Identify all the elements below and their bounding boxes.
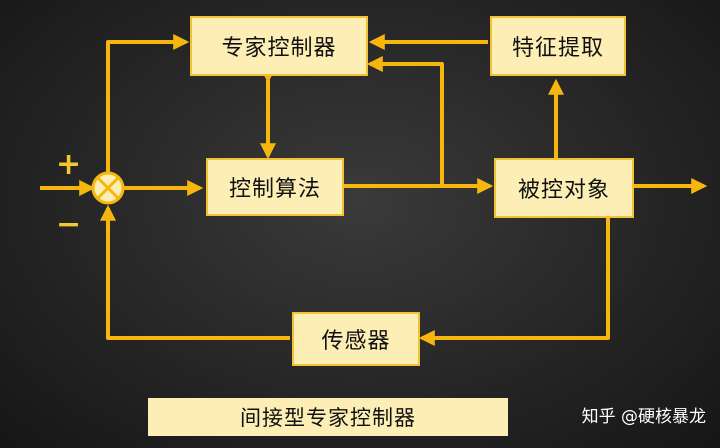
watermark: 知乎 @硬核暴龙 <box>581 407 706 427</box>
sensor-block: 传感器 <box>292 312 420 366</box>
junction-to-expert-line <box>106 34 190 172</box>
feature-extraction-block: 特征提取 <box>490 16 626 76</box>
minus-sign: − <box>56 207 82 242</box>
plant-to-sensor-line <box>418 218 610 346</box>
diagram-caption: 间接型专家控制器 <box>148 398 508 436</box>
plant-block: 被控对象 <box>494 158 634 218</box>
expert-controller-block: 专家控制器 <box>190 16 368 76</box>
summing-junction <box>91 171 125 205</box>
plus-sign: + <box>56 147 82 182</box>
branch-to-expert-line <box>366 56 444 186</box>
sensor-feedback-line <box>100 204 290 340</box>
control-algorithm-block: 控制算法 <box>206 158 344 216</box>
